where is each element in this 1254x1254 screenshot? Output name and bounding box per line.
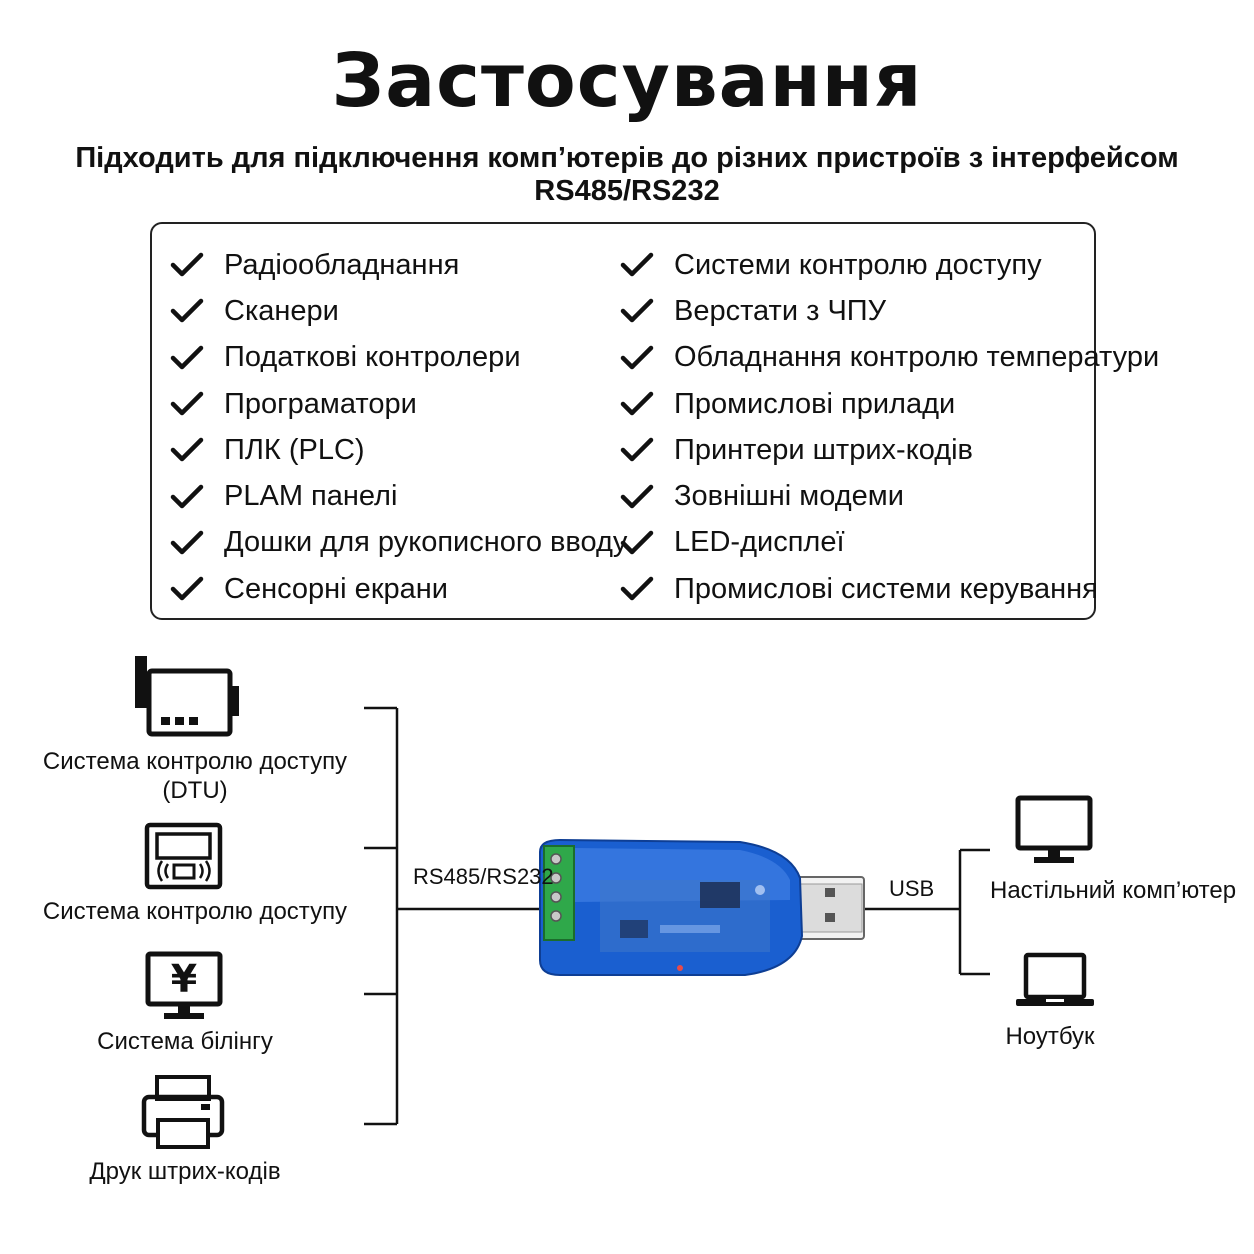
device-label-access-control: Система контролю доступу (42, 898, 348, 925)
billing-monitor-icon (145, 951, 223, 1019)
dtu-terminal-icon (135, 656, 239, 737)
application-item: Програматори (170, 381, 627, 427)
application-item: PLAM панелі (170, 473, 627, 519)
application-label: Радіообладнання (224, 248, 460, 281)
usb-adapter-image (539, 838, 865, 976)
yen-glyph: ¥ (170, 957, 198, 1001)
check-icon (620, 529, 674, 557)
check-icon (170, 251, 224, 279)
application-item: Промислові системи керування (620, 566, 1159, 612)
rs485-rs232-label: RS485/RS232 (413, 864, 554, 889)
applications-left-column: Радіообладнання Сканери Податкові контро… (170, 242, 627, 612)
page-subtitle: Підходить для підключення комп’ютерів до… (75, 142, 1179, 207)
application-item: Системи контролю доступу (620, 242, 1159, 288)
application-item: Дошки для рукописного вводу (170, 520, 627, 566)
device-label-billing: Система білінгу (97, 1028, 273, 1055)
check-icon (620, 297, 674, 325)
application-item: Радіообладнання (170, 242, 627, 288)
application-label: Дошки для рукописного вводу (224, 526, 628, 559)
application-label: Промислові прилади (674, 387, 956, 420)
application-label: Зовнішні модеми (674, 480, 904, 513)
check-icon (620, 436, 674, 464)
application-item: ПЛК (PLC) (170, 427, 627, 473)
application-item: Сенсорні екрани (170, 566, 627, 612)
check-icon (170, 297, 224, 325)
device-label-barcode-print: Друк штрих-кодів (89, 1158, 281, 1185)
application-label: LED-дисплеї (674, 526, 845, 559)
application-item: Зовнішні модеми (620, 473, 1159, 519)
page-title: Застосування (331, 38, 923, 124)
application-item: LED-дисплеї (620, 520, 1159, 566)
device-label-desktop: Настільний комп’ютер (990, 877, 1237, 904)
device-label-laptop: Ноутбук (1005, 1023, 1095, 1050)
check-icon (170, 483, 224, 511)
application-item: Податкові контролери (170, 335, 627, 381)
check-icon (170, 390, 224, 418)
right-bracket-lines (862, 848, 990, 976)
application-label: Принтери штрих-кодів (674, 433, 973, 466)
application-label: Сенсорні екрани (224, 572, 448, 605)
device-label-line: Система контролю доступу (42, 748, 348, 775)
access-reader-icon (144, 822, 223, 890)
printer-icon (141, 1075, 225, 1149)
application-label: Сканери (224, 294, 339, 327)
applications-box: Радіообладнання Сканери Податкові контро… (150, 222, 1159, 620)
check-icon (170, 529, 224, 557)
check-icon (170, 344, 224, 372)
application-label: PLAM панелі (224, 480, 398, 513)
laptop-icon (1016, 952, 1094, 1006)
application-label: Податкові контролери (224, 341, 521, 374)
application-label: Системи контролю доступу (674, 248, 1042, 281)
usb-label: USB (889, 876, 935, 901)
application-label: Верстати з ЧПУ (674, 294, 887, 327)
application-item: Принтери штрих-кодів (620, 427, 1159, 473)
application-label: Програматори (224, 387, 417, 420)
application-item: Верстати з ЧПУ (620, 288, 1159, 334)
applications-right-column: Системи контролю доступу Верстати з ЧПУ … (620, 242, 1159, 612)
application-label: ПЛК (PLC) (224, 433, 365, 466)
check-icon (170, 575, 224, 603)
application-item: Обладнання контролю температури (620, 335, 1159, 381)
application-item: Сканери (170, 288, 627, 334)
application-item: Промислові прилади (620, 381, 1159, 427)
device-label-dtu: Система контролю доступу (DTU) (40, 747, 350, 805)
check-icon (170, 436, 224, 464)
device-label-line: (DTU) (162, 777, 228, 804)
check-icon (620, 575, 674, 603)
check-icon (620, 390, 674, 418)
application-label: Обладнання контролю температури (674, 341, 1160, 374)
check-icon (620, 251, 674, 279)
check-icon (620, 483, 674, 511)
left-bracket-lines (364, 706, 540, 1126)
application-label: Промислові системи керування (674, 572, 1098, 605)
check-icon (620, 344, 674, 372)
desktop-monitor-icon (1015, 795, 1093, 863)
